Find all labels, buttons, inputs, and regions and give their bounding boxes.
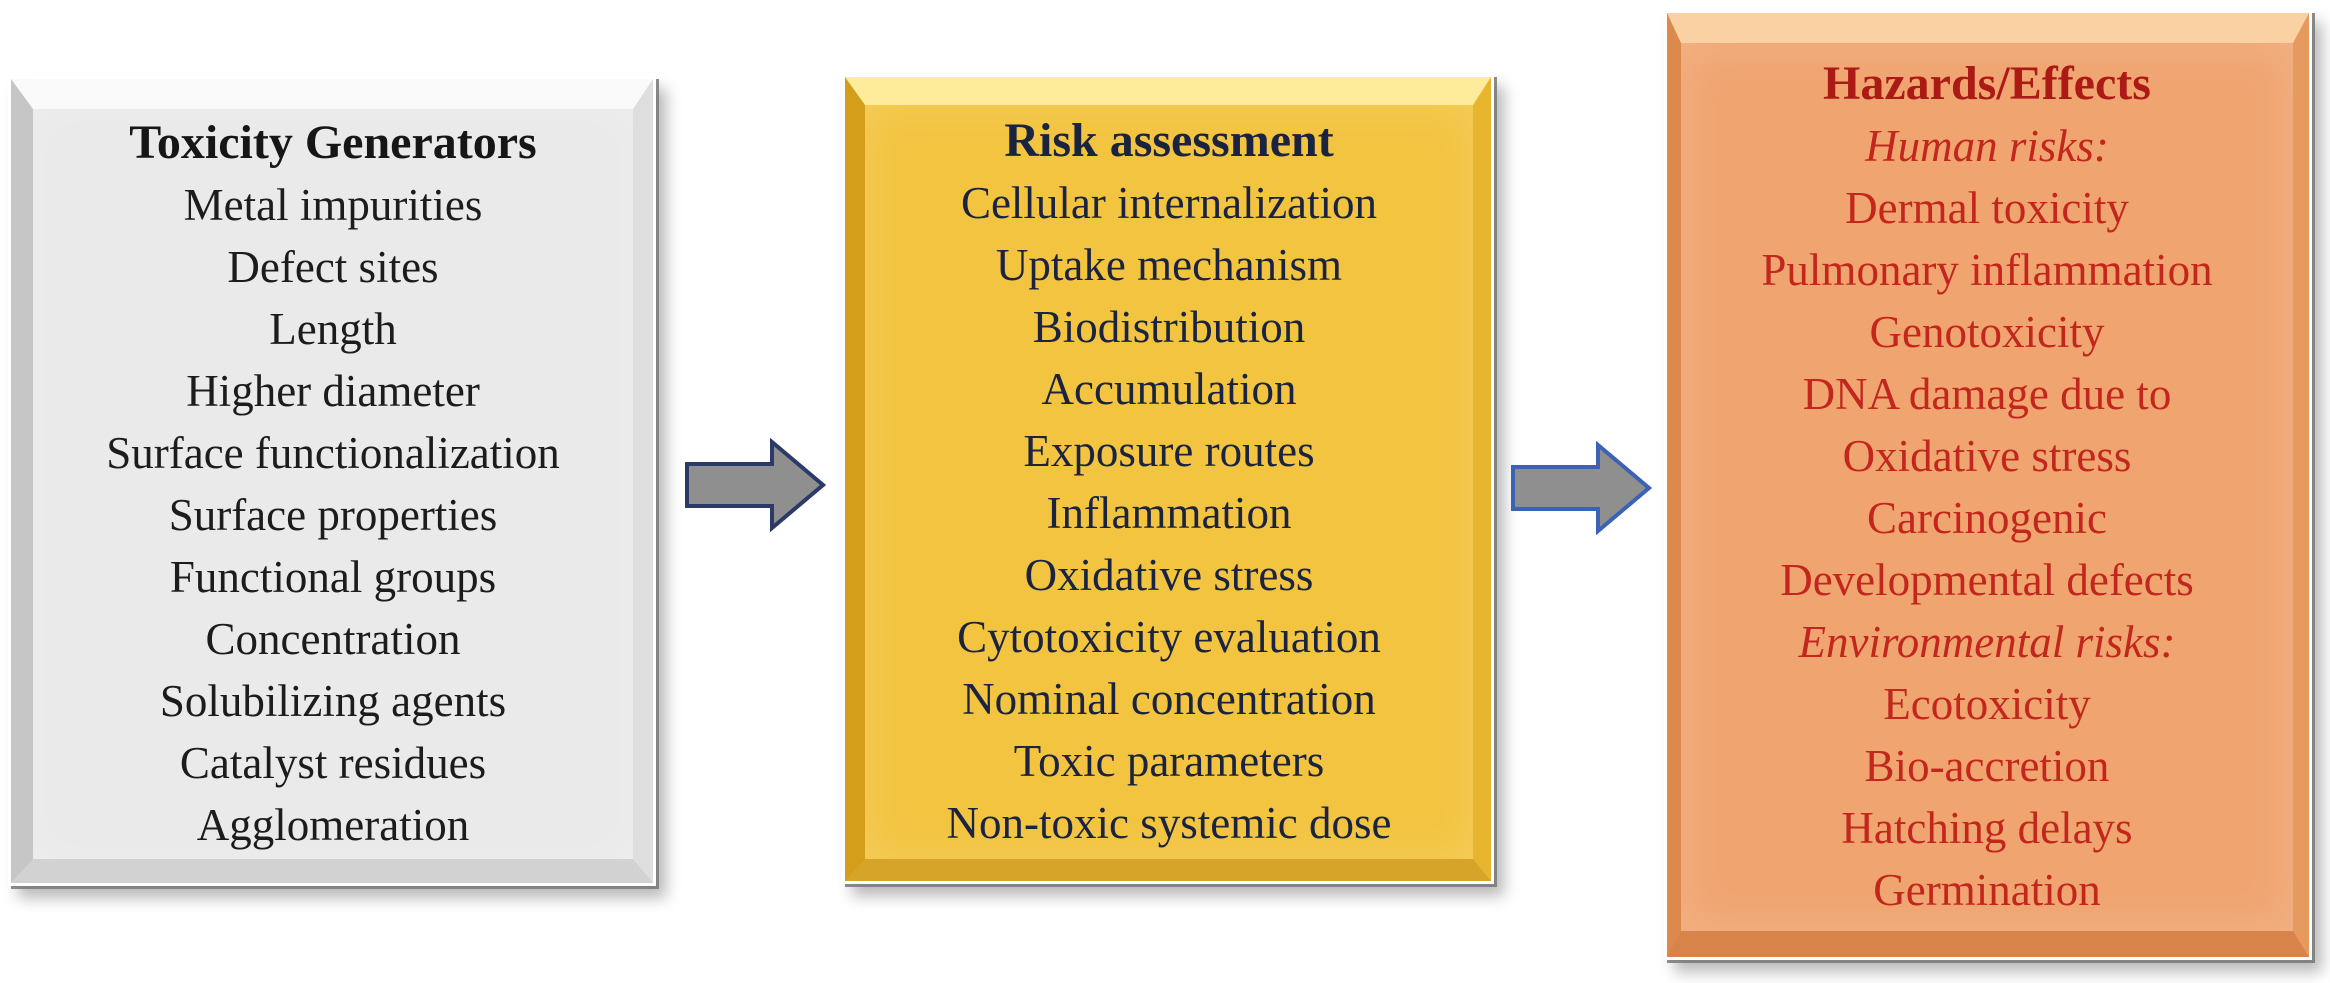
box-subheading: Human risks: [1865, 121, 2109, 171]
box-item: Dermal toxicity [1845, 183, 2129, 233]
box-item: Developmental defects [1780, 555, 2194, 605]
box-item: Surface properties [168, 490, 498, 540]
box-item: Accumulation [1041, 364, 1297, 414]
box-item: Inflammation [1046, 488, 1292, 538]
risk-assessment-box: Risk assessment Cellular internalization… [842, 74, 1494, 884]
box-item: Functional groups [169, 552, 497, 602]
box-item: Higher diameter [186, 366, 480, 416]
box-item: Pulmonary inflammation [1761, 245, 2213, 295]
box-bevel: Hazards/Effects Human risks: Dermal toxic… [1667, 13, 2309, 957]
box-content: Risk assessment Cellular internalization… [865, 105, 1473, 859]
box-title: Hazards/Effects [1823, 57, 2151, 110]
box-item: Toxic parameters [1013, 736, 1325, 786]
box-item: Hatching delays [1841, 803, 2133, 853]
box-item: Oxidative stress [1024, 550, 1314, 600]
box-item: Genotoxicity [1869, 307, 2105, 357]
box-item: Bio-accretion [1864, 741, 2110, 791]
box-title: Toxicity Generators [129, 116, 537, 169]
box-item: Nominal concentration [962, 674, 1376, 724]
flow-arrow-right-icon [1510, 441, 1652, 535]
box-item: Metal impurities [183, 180, 483, 230]
box-item: DNA damage due to [1802, 369, 2172, 419]
box-content: Hazards/Effects Human risks: Dermal toxic… [1681, 43, 2293, 931]
box-item: Germination [1873, 865, 2101, 915]
box-subheading: Environmental risks: [1798, 617, 2176, 667]
box-item: Agglomeration [196, 800, 470, 850]
box-item: Surface functionalization [106, 428, 560, 478]
box-item: Catalyst residues [179, 738, 487, 788]
box-item: Carcinogenic [1867, 493, 2107, 543]
box-item: Cellular internalization [960, 178, 1378, 228]
box-item: Oxidative stress [1842, 431, 2132, 481]
box-item: Length [269, 304, 397, 354]
hazards-effects-box: Hazards/Effects Human risks: Dermal toxic… [1664, 10, 2312, 960]
box-bevel: Risk assessment Cellular internalization… [845, 77, 1491, 881]
box-item: Non-toxic systemic dose [946, 798, 1392, 848]
flow-arrow-right-icon [684, 438, 826, 532]
box-item: Biodistribution [1032, 302, 1306, 352]
box-item: Cytotoxicity evaluation [957, 612, 1381, 662]
box-item: Ecotoxicity [1883, 679, 2091, 729]
box-item: Uptake mechanism [995, 240, 1343, 290]
box-item: Solubilizing agents [159, 676, 507, 726]
box-item: Exposure routes [1023, 426, 1315, 476]
box-item: Defect sites [227, 242, 439, 292]
box-title: Risk assessment [1004, 114, 1334, 167]
box-item: Concentration [205, 614, 461, 664]
